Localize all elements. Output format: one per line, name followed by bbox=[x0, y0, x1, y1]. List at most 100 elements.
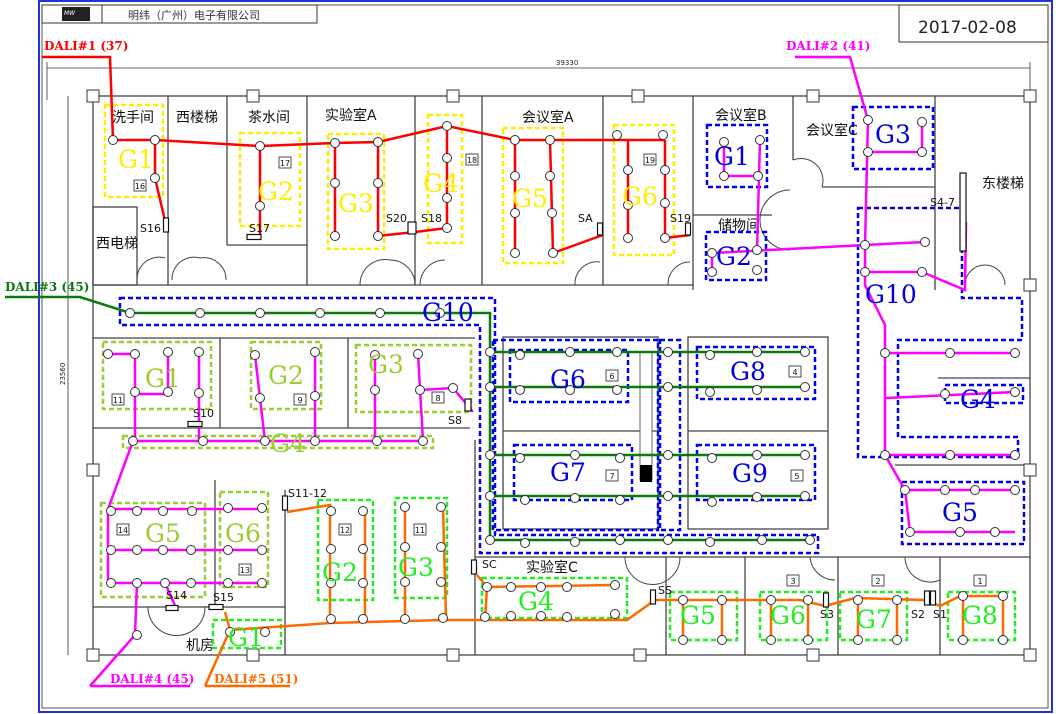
light-fixture bbox=[955, 527, 965, 537]
light-fixture bbox=[752, 245, 762, 255]
switch-s16: S16 bbox=[140, 222, 161, 235]
dali4-g5: G5 bbox=[145, 519, 181, 548]
light-fixture bbox=[310, 436, 320, 446]
light-fixture bbox=[570, 450, 580, 460]
light-fixture bbox=[370, 385, 380, 395]
light-fixture bbox=[106, 545, 116, 555]
room-number: 18 bbox=[467, 156, 477, 165]
wall-switch bbox=[246, 233, 262, 241]
column bbox=[1023, 89, 1037, 103]
column bbox=[1023, 648, 1037, 662]
room-number-box bbox=[413, 523, 427, 536]
light-fixture bbox=[163, 347, 173, 357]
light-fixture bbox=[515, 350, 525, 360]
light-fixture bbox=[565, 347, 575, 357]
light-fixture bbox=[187, 506, 197, 516]
light-fixture bbox=[805, 535, 815, 545]
wire-segment bbox=[884, 390, 1016, 400]
switch-s18: S18 bbox=[421, 212, 442, 225]
wall-switch bbox=[929, 590, 937, 606]
light-fixture bbox=[1010, 450, 1020, 460]
dali4-label: DALI#4 (45) bbox=[110, 672, 194, 686]
light-fixture bbox=[545, 135, 555, 145]
dali4-g3: G3 bbox=[368, 350, 404, 379]
light-fixture bbox=[610, 609, 620, 619]
column bbox=[806, 89, 820, 103]
light-fixture bbox=[752, 450, 762, 460]
room-west-elevator: 西电梯 bbox=[96, 236, 138, 252]
dali5-g3: G3 bbox=[398, 553, 434, 582]
light-fixture bbox=[892, 635, 902, 645]
wire-segment bbox=[755, 139, 762, 251]
dali2-g4: G4 bbox=[960, 385, 996, 414]
light-fixture bbox=[438, 613, 448, 623]
light-fixture bbox=[958, 635, 968, 645]
light-fixture bbox=[920, 237, 930, 247]
dali1-g2: G2 bbox=[258, 177, 294, 206]
light-fixture bbox=[400, 577, 410, 587]
dali5-g8: G8 bbox=[962, 601, 998, 630]
light-fixture bbox=[510, 135, 520, 145]
wire-segment bbox=[223, 611, 232, 631]
title-block: MW 明纬（广州）电子有限公司 2017-02-08 bbox=[41, 4, 1049, 43]
light-fixture bbox=[800, 347, 810, 357]
light-fixture bbox=[436, 502, 446, 512]
light-fixture bbox=[717, 635, 727, 645]
room-machine-room: 机房 bbox=[186, 638, 214, 654]
light-fixture bbox=[194, 388, 204, 398]
light-fixture bbox=[125, 308, 135, 318]
light-fixture bbox=[506, 611, 516, 621]
room-meeting-b: 会议室B bbox=[715, 107, 767, 124]
dali3-label: DALI#3 (45) bbox=[5, 280, 89, 294]
light-fixture bbox=[442, 193, 452, 203]
column bbox=[86, 89, 100, 103]
dali2-g3: G3 bbox=[875, 120, 911, 149]
light-fixture bbox=[186, 545, 196, 555]
light-fixture bbox=[330, 138, 340, 148]
dali5-g2: G2 bbox=[322, 558, 358, 587]
wire-segment bbox=[864, 240, 926, 247]
dali3-g6: G6 bbox=[550, 365, 586, 394]
light-fixture bbox=[370, 350, 380, 360]
light-fixture bbox=[860, 267, 870, 277]
column bbox=[1023, 463, 1037, 477]
light-fixture bbox=[150, 173, 160, 183]
room-number-box bbox=[605, 369, 619, 382]
light-fixture bbox=[803, 635, 813, 645]
light-fixture bbox=[330, 231, 340, 241]
light-fixture bbox=[255, 308, 265, 318]
light-fixture bbox=[536, 582, 546, 592]
room-number-box bbox=[643, 153, 657, 166]
dali1-g4: G4 bbox=[423, 169, 459, 198]
column bbox=[1023, 278, 1037, 292]
dali5-g1: G1 bbox=[228, 623, 264, 652]
light-fixture bbox=[863, 147, 873, 157]
light-fixture bbox=[800, 491, 810, 501]
switch-s2: S2 bbox=[911, 608, 925, 621]
light-fixture bbox=[623, 165, 633, 175]
room-lab-a: 实验室A bbox=[325, 107, 377, 124]
light-fixture bbox=[520, 495, 530, 505]
light-fixture bbox=[863, 115, 873, 125]
light-fixture bbox=[326, 506, 336, 516]
light-fixture bbox=[612, 130, 622, 140]
light-fixture bbox=[442, 223, 452, 233]
light-fixtures bbox=[103, 115, 1020, 645]
light-fixture bbox=[717, 595, 727, 605]
light-fixture bbox=[707, 497, 717, 507]
room-number: 6 bbox=[609, 372, 614, 381]
light-fixture bbox=[375, 308, 385, 318]
dali4-g4: G4 bbox=[270, 429, 306, 458]
wall-switch bbox=[162, 217, 170, 233]
light-fixture bbox=[108, 135, 118, 145]
column bbox=[446, 89, 460, 103]
room-number-box bbox=[338, 523, 352, 536]
room-meeting-c: 会议室C bbox=[806, 122, 858, 139]
switch-s14: S14 bbox=[166, 589, 187, 602]
switch-labels: S16 S17 S20 S18 SA S19 S4-7 S10 S8 S14 S… bbox=[140, 196, 955, 621]
light-fixture bbox=[480, 612, 490, 622]
light-fixture bbox=[663, 450, 673, 460]
light-fixture bbox=[707, 453, 717, 463]
room-tea-room: 茶水间 bbox=[248, 110, 290, 126]
wire-segment bbox=[42, 55, 665, 148]
